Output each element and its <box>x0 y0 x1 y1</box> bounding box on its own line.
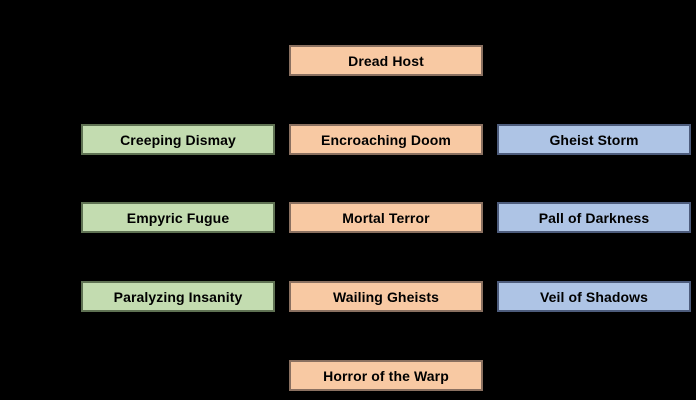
node-dread-host: Dread Host <box>289 45 483 76</box>
node-gheist-storm: Gheist Storm <box>497 124 691 155</box>
node-wailing-gheists: Wailing Gheists <box>289 281 483 312</box>
node-horror-of-the-warp: Horror of the Warp <box>289 360 483 391</box>
node-encroaching-doom: Encroaching Doom <box>289 124 483 155</box>
node-mortal-terror: Mortal Terror <box>289 202 483 233</box>
node-veil-of-shadows: Veil of Shadows <box>497 281 691 312</box>
node-empyric-fugue: Empyric Fugue <box>81 202 275 233</box>
node-creeping-dismay: Creeping Dismay <box>81 124 275 155</box>
node-paralyzing-insanity: Paralyzing Insanity <box>81 281 275 312</box>
node-pall-of-darkness: Pall of Darkness <box>497 202 691 233</box>
